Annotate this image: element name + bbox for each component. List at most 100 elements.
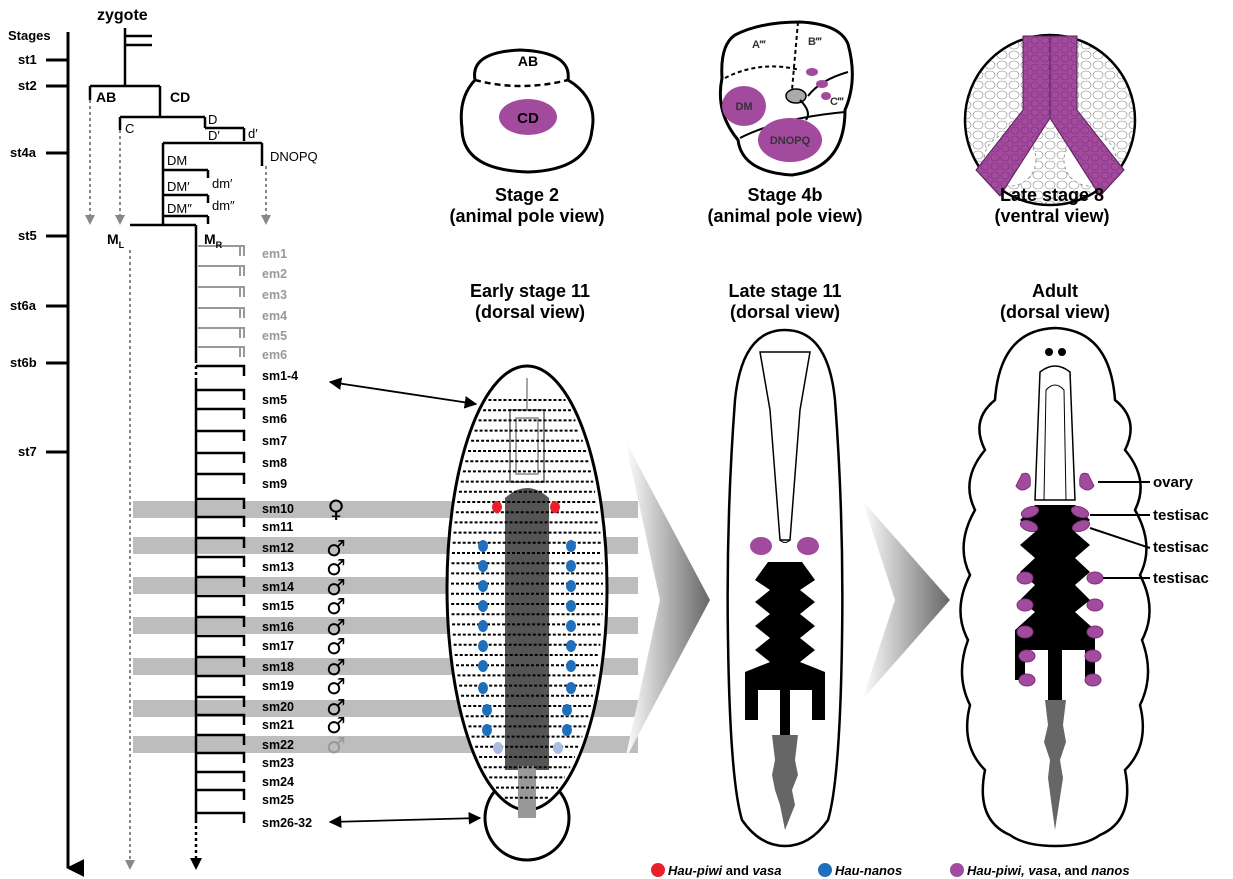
faint-nanos-dot [493,742,503,754]
nanos-dot [566,660,576,672]
stage2-subtitle: (animal pole view) [449,206,604,226]
early11-subtitle: (dorsal view) [475,302,585,322]
d-label: D [208,112,217,127]
em-label: em4 [262,309,287,323]
sm-label: sm20 [262,700,294,714]
sm-label: sm10 [262,502,294,516]
em-bracket [198,347,244,357]
sm-label: sm8 [262,456,287,470]
legend-text-nanos: Hau-nanos [835,863,902,878]
nanos-dot [482,724,492,736]
sm-label: sm16 [262,620,294,634]
nanos-dot [478,682,488,694]
dm1-label: DM′ [167,179,190,194]
sm-bracket [196,636,244,646]
stage8-subtitle: (ventral view) [994,206,1109,226]
testisac-label: testisac [1153,507,1209,524]
dprime-label: D′ [208,128,220,143]
mr-dotted-tail [190,360,202,870]
sm-label: sm6 [262,412,287,426]
em-label: em1 [262,247,287,261]
sm-label: sm11 [262,520,293,534]
nanos-dot [562,724,572,736]
stage4b-dm-label: DM [735,101,752,113]
sm-label: sm9 [262,477,287,491]
nanos-dot [566,682,576,694]
sm-label: sm26-32 [262,816,312,830]
stage4b-a-label: A‴ [752,39,766,51]
stage-label: st2 [18,78,37,93]
sm-brackets [196,366,244,823]
sm-label: sm25 [262,793,294,807]
piwi-vasa-dot [550,501,560,513]
adult-title: Adult [1032,281,1078,301]
stage8-title: Late stage 8 [1000,185,1104,205]
nanos-dot [566,600,576,612]
nanos-dot [562,704,572,716]
nanos-dot [478,580,488,592]
em-bracket [198,308,244,318]
em-bracket [198,328,244,338]
sm-label: sm18 [262,660,294,674]
sm-label: sm14 [262,580,294,594]
stage4b-subtitle: (animal pole view) [707,206,862,226]
ml-label: ML [107,231,125,250]
nanos-dot [478,640,488,652]
em-label: em6 [262,348,287,362]
dm1-small-label: dm′ [212,176,233,191]
sm-bracket [196,453,244,463]
late11-title: Late stage 11 [728,281,841,301]
nanos-dot [566,620,576,632]
sm-bracket [196,753,244,763]
stage-label: st6b [10,355,37,370]
sm-bracket [196,557,244,567]
stage4b-b-label: B‴ [808,36,822,48]
stage2-title: Stage 2 [495,185,559,205]
em-label: em5 [262,329,287,343]
legend-text-piwi-vasa: Hau-piwi and vasa [668,863,781,878]
late-stage11-embryo [728,330,843,846]
sm-label: sm13 [262,560,294,574]
sm-bracket [196,474,244,484]
stage-timeline [46,32,68,868]
testisac-label: testisac [1153,539,1209,556]
sm-label: sm7 [262,434,287,448]
sm-label: sm17 [262,639,294,653]
nanos-dot [478,620,488,632]
nanos-dot [566,540,576,552]
nanos-dot [478,660,488,672]
sm-label: sm12 [262,541,294,555]
early-stage11-embryo [447,366,607,860]
em-bracket [198,287,244,297]
nanos-dot [482,704,492,716]
c-label: C [125,121,134,136]
sm-label: sm19 [262,679,294,693]
stage8-embryo [965,35,1135,205]
stage4b-dnopq-label: DNOPQ [770,135,811,147]
adult-subtitle: (dorsal view) [1000,302,1110,322]
ovary-label: ovary [1153,474,1194,491]
adult-leech [960,328,1150,846]
stage-label: st7 [18,444,37,459]
sm-bracket [196,790,244,800]
sm-bracket [196,596,244,606]
legend-marker-nanos [818,863,832,877]
nanos-dot [478,600,488,612]
early11-title: Early stage 11 [470,281,590,301]
sm-bracket [196,366,244,376]
nanos-dot [478,540,488,552]
em-brackets [198,246,244,357]
dm-label: DM [167,153,187,168]
legend-marker-all [950,863,964,877]
late11-subtitle: (dorsal view) [730,302,840,322]
stages-header: Stages [8,28,51,43]
piwi-vasa-dot [492,501,502,513]
stage-label: st5 [18,228,37,243]
cd-label: CD [170,89,190,105]
em-label: em3 [262,288,287,302]
dnopq-label: DNOPQ [270,149,318,164]
sm-bracket [196,676,244,686]
stage2-ab-label: AB [518,53,538,69]
sm-bracket [196,390,244,400]
legend-marker-piwi-vasa [651,863,665,877]
